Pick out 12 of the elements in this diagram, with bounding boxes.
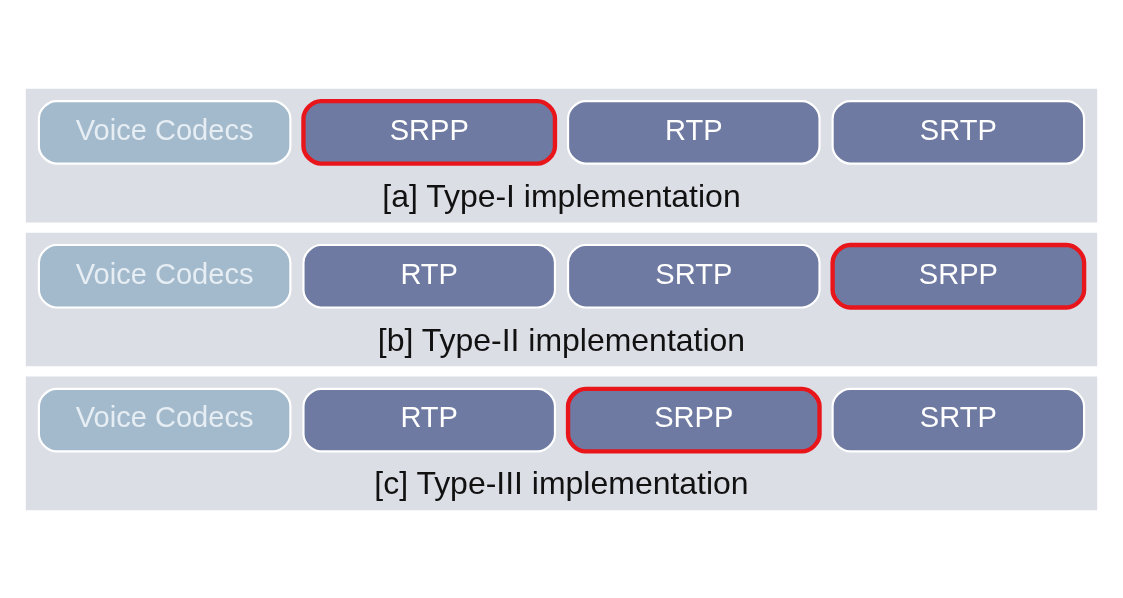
- node-box: RTP: [302, 243, 557, 309]
- node-box: SRTP: [831, 99, 1086, 165]
- node-box: RTP: [566, 99, 821, 165]
- node-box: SRTP: [831, 387, 1086, 452]
- node-box: SRPP: [301, 98, 558, 166]
- node-box: Voice Codecs: [37, 99, 292, 165]
- node-box: RTP: [302, 387, 557, 452]
- node-box: Voice Codecs: [37, 243, 292, 309]
- node-box: SRTP: [566, 243, 821, 309]
- node-box: SRPP: [565, 386, 822, 454]
- node-box: Voice Codecs: [37, 387, 292, 452]
- node-box: SRPP: [830, 242, 1087, 310]
